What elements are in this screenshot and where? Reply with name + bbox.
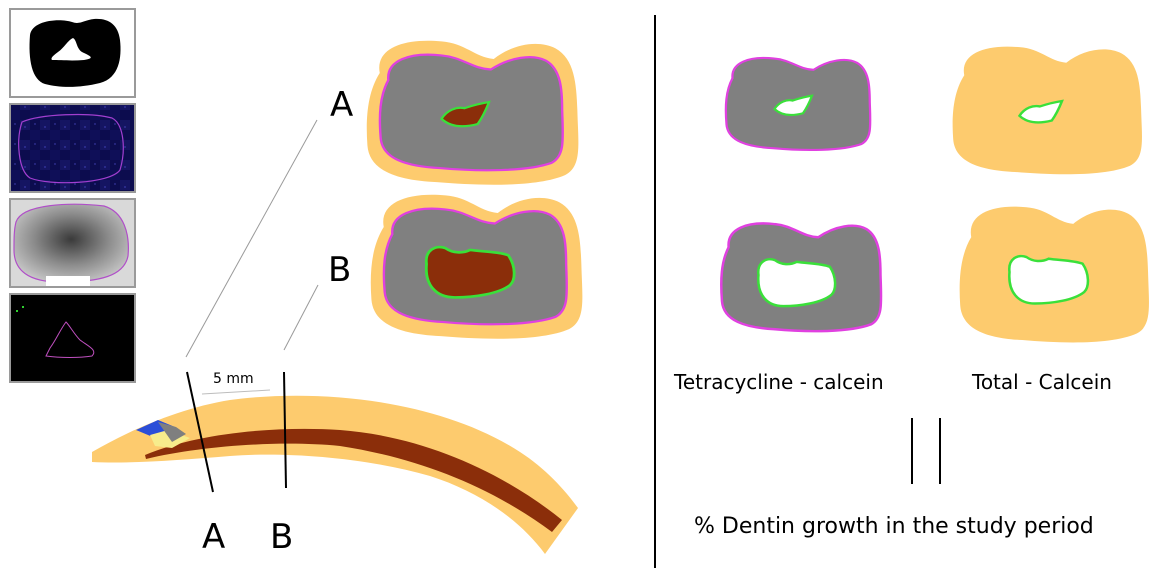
leader-line-a (186, 120, 317, 357)
total-calcein-section-a (953, 47, 1142, 175)
cross-section-b (371, 195, 583, 339)
label-section-b-bottom: B (270, 520, 293, 554)
caption-dentin-growth: % Dentin growth in the study period (694, 516, 1094, 538)
leader-line-b (284, 285, 318, 350)
caption-tetracycline-calcein: Tetracycline - calcein (674, 372, 884, 392)
tooth-longitudinal-sketch (92, 396, 578, 554)
thumbnail-greyscale-section (10, 199, 135, 287)
thumbnail-fluorescence-blue (10, 104, 135, 192)
tetracycline-calcein-section-b (721, 223, 881, 331)
section-line-b (284, 372, 286, 488)
label-section-b-top: B (328, 253, 351, 287)
tetracycline-calcein-section-a (726, 58, 870, 150)
thumbnail-pulp-outline (10, 294, 135, 382)
total-calcein-section-b (960, 207, 1149, 343)
label-section-a-bottom: A (202, 520, 225, 554)
caption-total-calcein: Total - Calcein (972, 372, 1112, 392)
scale-bar-line (202, 390, 270, 394)
cross-section-a (367, 41, 579, 185)
scale-bar-label: 5 mm (213, 372, 254, 386)
label-section-a-top: A (330, 88, 353, 122)
thumbnail-binary-mask (10, 9, 135, 97)
